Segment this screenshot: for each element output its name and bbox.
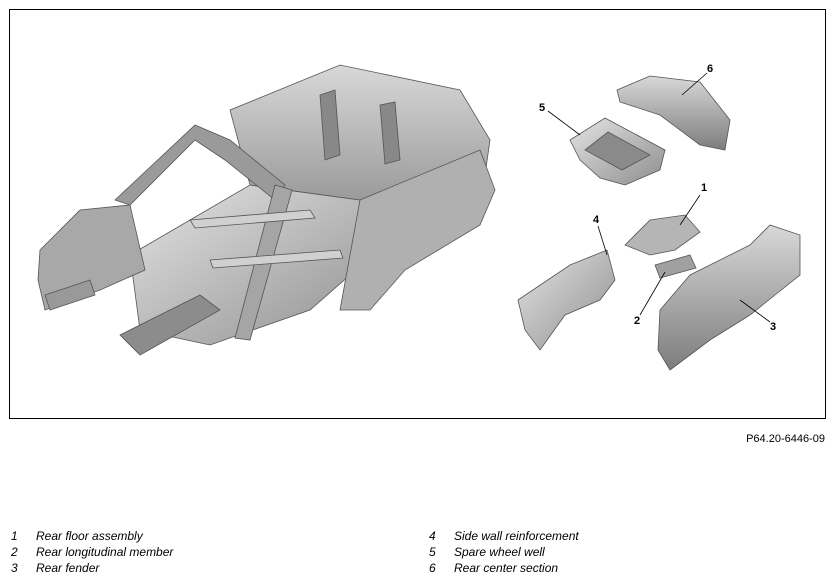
leader-line-3	[739, 299, 771, 323]
legend-item: 6 Rear center section	[429, 560, 579, 576]
legend-label: Rear center section	[454, 561, 559, 575]
front-longitudinal	[119, 294, 221, 356]
leader-lines	[547, 72, 771, 323]
legend-number: 5	[429, 545, 436, 559]
rear-fender	[657, 224, 801, 371]
front-structure	[37, 204, 146, 311]
rear-quarter-panel	[339, 149, 496, 311]
legend-number: 3	[11, 561, 18, 575]
legend-item: 4 Side wall reinforcement	[429, 528, 579, 544]
legend-label: Rear longitudinal member	[36, 545, 174, 559]
rear-longitudinal-member	[654, 254, 697, 279]
rear-center-section	[616, 75, 731, 151]
callout-6: 6	[707, 63, 713, 75]
legend-label: Side wall reinforcement	[454, 529, 579, 543]
legend-number: 4	[429, 529, 436, 543]
spare-wheel-well	[569, 117, 666, 186]
callout-5: 5	[539, 102, 545, 114]
figure-reference: P64.20-6446-09	[746, 433, 825, 445]
leader-line-5	[547, 110, 581, 136]
front-bumper-mount	[44, 279, 96, 311]
legend-number: 2	[11, 545, 18, 559]
leader-line-2	[639, 271, 666, 316]
rear-floor-assembly	[624, 214, 701, 256]
legend-number: 6	[429, 561, 436, 575]
legend-item: 5 Spare wheel well	[429, 544, 579, 560]
callout-3: 3	[770, 321, 776, 333]
callout-2: 2	[634, 315, 640, 327]
legend-label: Rear floor assembly	[36, 529, 143, 543]
callout-1: 1	[701, 182, 707, 194]
legend-item: 3 Rear fender	[11, 560, 173, 576]
leader-line-6	[681, 72, 708, 96]
body-shell-illustration: 1 2 3 4 5 6	[37, 63, 801, 371]
legend-item: 2 Rear longitudinal member	[11, 544, 173, 560]
legend-left-column: 1 Rear floor assembly 2 Rear longitudina…	[11, 528, 173, 576]
callout-4: 4	[593, 214, 600, 226]
figure-frame: 1 2 3 4 5 6	[9, 9, 826, 419]
legend-number: 1	[11, 529, 18, 543]
legend-item: 1 Rear floor assembly	[11, 528, 173, 544]
legend-label: Spare wheel well	[454, 545, 545, 559]
side-wall-reinforcement	[517, 249, 616, 351]
leader-line-4	[597, 225, 608, 256]
leader-line-1	[679, 194, 701, 226]
legend-right-column: 4 Side wall reinforcement 5 Spare wheel …	[429, 528, 579, 576]
car-body-shell	[37, 64, 496, 356]
legend-label: Rear fender	[36, 561, 100, 575]
